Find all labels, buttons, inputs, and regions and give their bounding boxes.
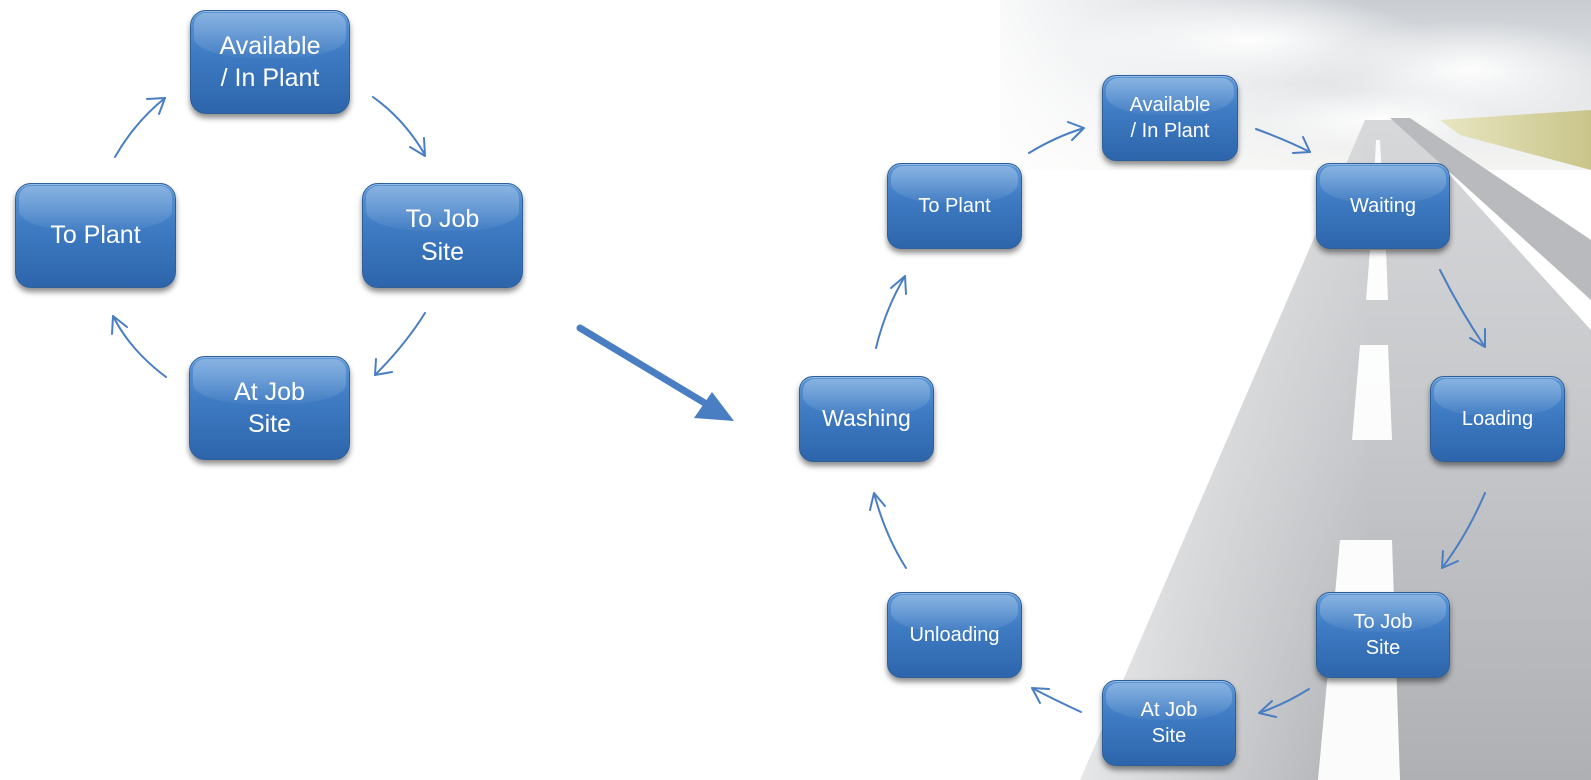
left-to-job-site-box: To Job Site [362,183,523,288]
right-to-job-site-label: To Job Site [1353,611,1413,659]
right-unloading-label: Unloading [909,624,1000,646]
right-waiting-box: Waiting [1316,163,1450,249]
right-at-job-site-label: At Job Site [1140,699,1198,747]
right-washing-box: Washing [799,376,934,462]
left-to-plant-label: To Plant [50,221,141,250]
left-available-in-plant-box: Available / In Plant [190,10,350,114]
left-to-plant-box: To Plant [15,183,176,288]
right-available-in-plant-box: Available / In Plant [1102,75,1238,161]
right-unloading-box: Unloading [887,592,1022,678]
right-to-job-site-box: To Job Site [1316,592,1450,678]
right-loading-box: Loading [1430,376,1565,462]
right-loading-label: Loading [1461,408,1534,430]
right-to-plant-label: To Plant [918,195,991,217]
right-waiting-label: Waiting [1350,195,1416,217]
right-available-label: Available / In Plant [1129,94,1211,142]
left-at-job-site-label: At Job Site [234,377,305,439]
right-to-plant-box: To Plant [887,163,1022,249]
right-at-job-site-box: At Job Site [1102,680,1236,766]
left-at-job-site-box: At Job Site [189,356,350,460]
left-available-label: Available / In Plant [219,31,321,93]
right-washing-label: Washing [822,405,911,432]
left-to-job-site-label: To Job Site [405,205,480,266]
